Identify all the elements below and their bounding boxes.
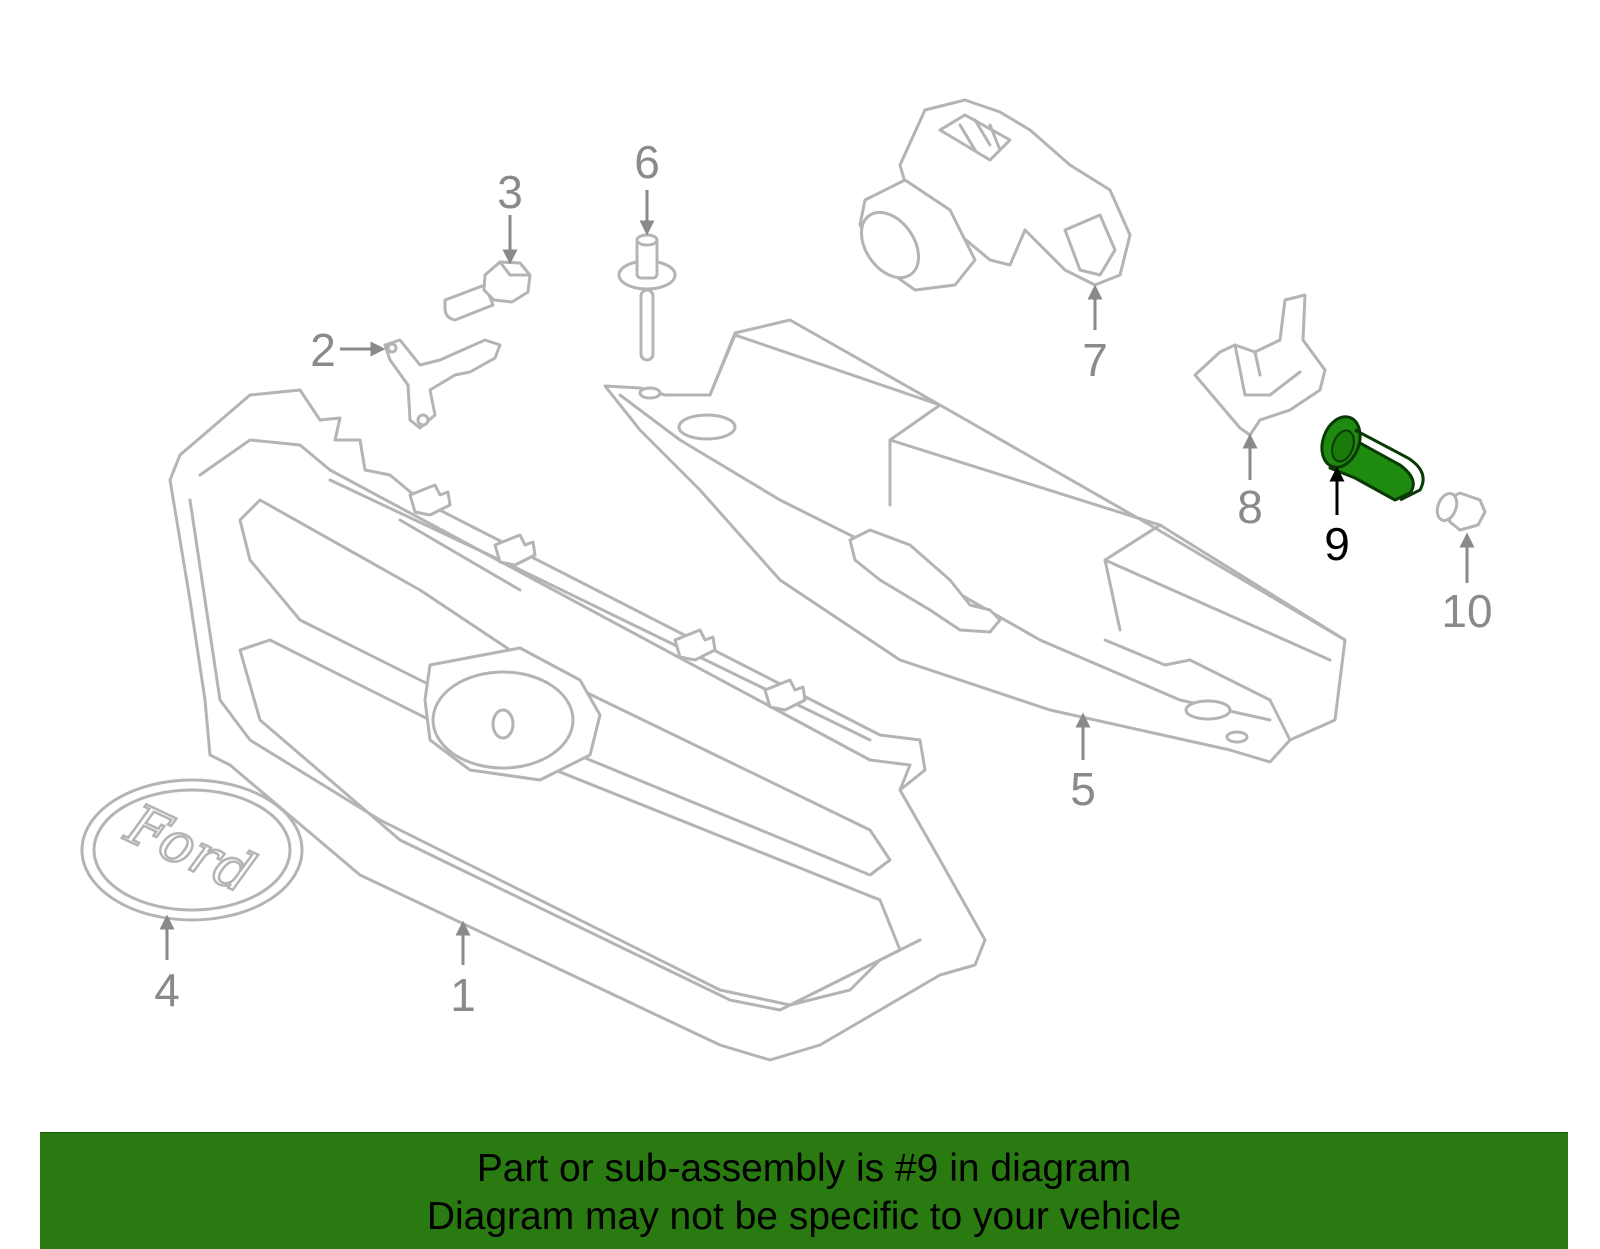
bracket-part bbox=[383, 338, 502, 430]
callout-1: 1 bbox=[450, 969, 476, 1021]
bolt-part bbox=[443, 260, 532, 322]
sensor-part bbox=[858, 98, 1132, 292]
sleeve-part-highlighted bbox=[1320, 415, 1425, 502]
callout-2: 2 bbox=[310, 324, 336, 376]
push-clip-part bbox=[1435, 491, 1487, 532]
callout-labels: 1 2 3 4 5 6 7 8 9 10 bbox=[154, 136, 1492, 1021]
callout-6: 6 bbox=[634, 136, 660, 188]
callout-8: 8 bbox=[1237, 481, 1263, 533]
callout-4: 4 bbox=[154, 964, 180, 1016]
info-banner: Part or sub-assembly is #9 in diagram Di… bbox=[40, 1132, 1568, 1249]
callout-5: 5 bbox=[1070, 763, 1096, 815]
leader-lines bbox=[159, 190, 1475, 965]
air-deflector-part bbox=[603, 318, 1347, 764]
banner-line-part-info: Part or sub-assembly is #9 in diagram bbox=[476, 1147, 1132, 1190]
ford-emblem-part: Ford bbox=[80, 778, 304, 922]
push-pin-part bbox=[617, 233, 677, 362]
banner-line-disclaimer: Diagram may not be specific to your vehi… bbox=[426, 1195, 1182, 1238]
clip-part bbox=[1193, 293, 1327, 437]
grille-part bbox=[168, 388, 987, 1062]
callout-10: 10 bbox=[1441, 585, 1492, 637]
callout-3: 3 bbox=[497, 166, 523, 218]
callout-7: 7 bbox=[1082, 334, 1108, 386]
callout-9: 9 bbox=[1324, 518, 1350, 570]
